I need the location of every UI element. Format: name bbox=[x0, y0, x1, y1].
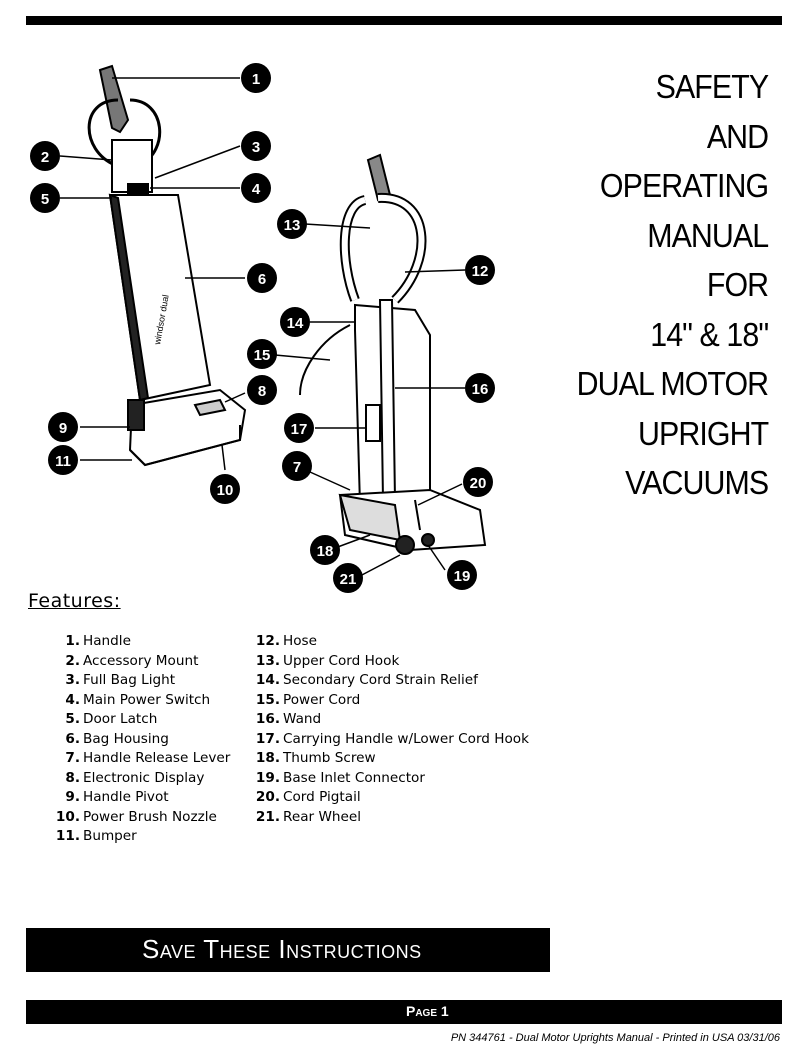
svg-text:19: 19 bbox=[454, 568, 471, 585]
callout-19: 19 bbox=[447, 560, 477, 590]
top-rule bbox=[26, 16, 782, 25]
callout-18: 18 bbox=[310, 535, 340, 565]
feature-item: 20.Cord Pigtail bbox=[255, 789, 361, 805]
callout-3: 3 bbox=[241, 131, 271, 161]
left-vacuum-switch bbox=[127, 183, 149, 195]
svg-text:13: 13 bbox=[284, 217, 301, 234]
title-line-8: UPRIGHT bbox=[637, 414, 769, 452]
svg-text:6: 6 bbox=[258, 271, 266, 288]
feature-item: 18.Thumb Screw bbox=[255, 750, 376, 766]
right-vacuum-wheel bbox=[395, 535, 415, 555]
feature-item: 14.Secondary Cord Strain Relief bbox=[255, 672, 478, 688]
svg-text:10: 10 bbox=[217, 482, 234, 499]
feature-item: 2.Accessory Mount bbox=[65, 652, 199, 669]
callout-17: 17 bbox=[284, 413, 314, 443]
feature-item: 10.Power Brush Nozzle bbox=[55, 808, 217, 825]
title-line-6: 14" & 18" bbox=[650, 315, 769, 353]
left-vacuum-bag-side bbox=[108, 193, 150, 402]
svg-text:21: 21 bbox=[340, 571, 357, 588]
title-line-3: OPERATING bbox=[599, 167, 769, 204]
title-line-4: MANUAL bbox=[646, 216, 769, 254]
callout-20: 20 bbox=[463, 467, 493, 497]
feature-item: 15.Power Cord bbox=[255, 691, 361, 708]
feature-item: 12.Hose bbox=[255, 633, 317, 649]
feature-item: 5.Door Latch bbox=[65, 711, 158, 727]
svg-text:20: 20 bbox=[470, 475, 487, 492]
callout-4: 4 bbox=[241, 173, 271, 203]
feature-item: 8.Electronic Display bbox=[65, 769, 205, 786]
feature-item: 17.Carrying Handle w/Lower Cord Hook bbox=[255, 730, 529, 747]
svg-text:3: 3 bbox=[252, 139, 260, 156]
callout-1: 1 bbox=[241, 63, 271, 93]
callout-6: 6 bbox=[247, 263, 277, 293]
callout-16: 16 bbox=[465, 373, 495, 403]
svg-text:11: 11 bbox=[55, 453, 71, 470]
svg-text:8: 8 bbox=[258, 383, 266, 400]
page-title: SAFETY AND OPERATING MANUAL FOR 14" & 18… bbox=[576, 62, 768, 508]
svg-text:15: 15 bbox=[254, 347, 271, 364]
svg-text:9: 9 bbox=[59, 420, 67, 437]
right-vacuum-pigtail bbox=[414, 499, 421, 531]
callout-11: 11 bbox=[48, 445, 78, 475]
svg-text:7: 7 bbox=[293, 459, 301, 476]
callout-8: 8 bbox=[247, 375, 277, 405]
callout-13: 13 bbox=[277, 209, 307, 239]
feature-item: 4.Main Power Switch bbox=[65, 691, 211, 708]
feature-item: 6.Bag Housing bbox=[65, 730, 169, 747]
callout-7: 7 bbox=[282, 451, 312, 481]
feature-item: 7.Handle Release Lever bbox=[65, 750, 231, 766]
svg-text:18: 18 bbox=[317, 543, 334, 560]
svg-text:12: 12 bbox=[472, 263, 489, 280]
svg-text:4: 4 bbox=[252, 181, 261, 198]
title-line-7: DUAL MOTOR bbox=[576, 365, 768, 402]
footer-text: PN 344761 - Dual Motor Uprights Manual -… bbox=[450, 1032, 780, 1044]
left-vacuum-pivot bbox=[127, 399, 145, 431]
right-vacuum-connector bbox=[421, 533, 435, 547]
feature-item: 11.Bumper bbox=[55, 828, 137, 844]
title-line-2: AND bbox=[706, 117, 769, 155]
right-vacuum-cord bbox=[299, 324, 351, 396]
save-instructions-banner: Save These Instructions bbox=[26, 928, 550, 972]
feature-item: 19.Base Inlet Connector bbox=[255, 769, 425, 786]
page-bar: Page 1 bbox=[26, 1000, 782, 1024]
callout-9: 9 bbox=[48, 412, 78, 442]
svg-text:17: 17 bbox=[291, 421, 308, 438]
title-line-1: SAFETY bbox=[655, 68, 768, 105]
features-list-left: 1.Handle 2.Accessory Mount 3.Full Bag Li… bbox=[30, 632, 250, 847]
features-heading: Features: bbox=[28, 590, 121, 612]
vacuum-diagram: windsor dual bbox=[30, 63, 495, 593]
right-vacuum-carry-handle bbox=[365, 404, 381, 442]
callout-21: 21 bbox=[333, 563, 363, 593]
callout-15: 15 bbox=[247, 339, 277, 369]
left-vacuum-display bbox=[193, 398, 227, 417]
callout-10: 10 bbox=[210, 474, 240, 504]
callout-14: 14 bbox=[280, 307, 310, 337]
feature-item: 3.Full Bag Light bbox=[65, 672, 176, 688]
callout-2: 2 bbox=[30, 141, 60, 171]
svg-text:5: 5 bbox=[41, 191, 49, 208]
svg-text:14: 14 bbox=[287, 315, 304, 332]
feature-item: 21.Rear Wheel bbox=[255, 808, 361, 825]
svg-text:16: 16 bbox=[472, 381, 489, 398]
save-instructions-text: Save These Instructions bbox=[142, 934, 422, 964]
page-number: Page 1 bbox=[406, 1003, 449, 1019]
feature-item: 13.Upper Cord Hook bbox=[255, 652, 400, 669]
right-vacuum-wand bbox=[378, 299, 397, 501]
callout-12: 12 bbox=[465, 255, 495, 285]
feature-item: 16.Wand bbox=[255, 711, 322, 727]
svg-text:1: 1 bbox=[252, 71, 260, 88]
feature-item: 9.Handle Pivot bbox=[65, 789, 169, 805]
title-line-5: FOR bbox=[706, 266, 769, 303]
left-vacuum-base-front bbox=[129, 425, 241, 467]
feature-item: 1.Handle bbox=[65, 633, 131, 649]
callout-5: 5 bbox=[30, 183, 60, 213]
features-list-right: 12.Hose 13.Upper Cord Hook 14.Secondary … bbox=[230, 632, 550, 827]
leader-lines bbox=[59, 77, 466, 577]
callouts: 1 2 3 4 5 6 7 8 9 10 11 12 13 14 15 16 1… bbox=[30, 63, 495, 593]
right-vacuum-hose-inner bbox=[341, 194, 425, 303]
title-line-9: VACUUMS bbox=[624, 464, 769, 501]
svg-text:2: 2 bbox=[41, 149, 49, 166]
